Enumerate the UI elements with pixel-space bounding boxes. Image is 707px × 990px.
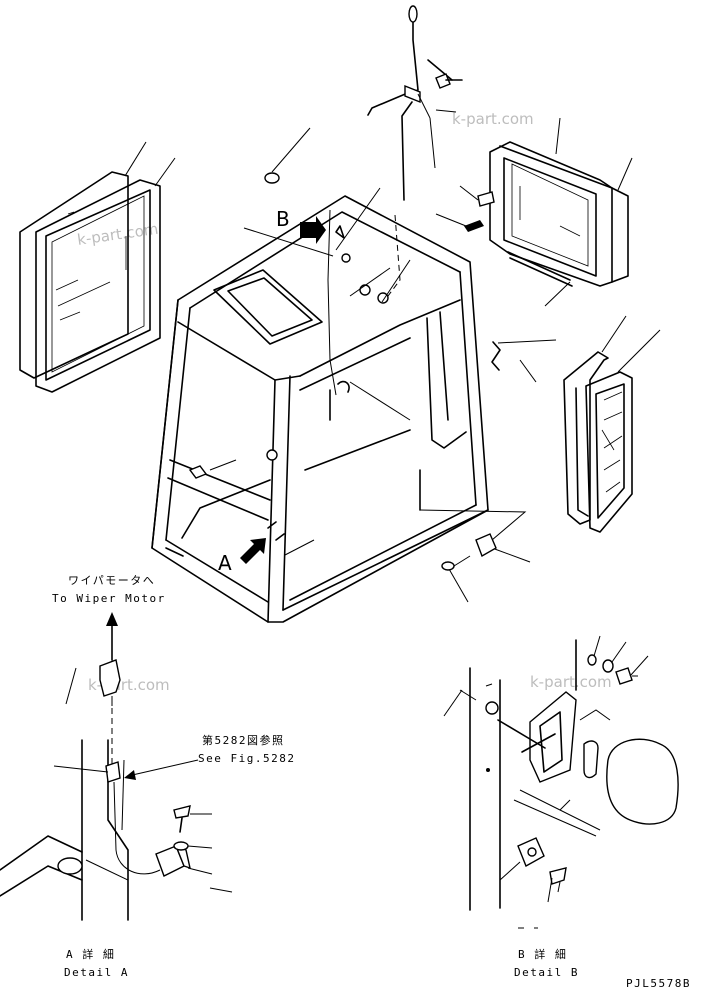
watermark: k-part.com — [530, 673, 612, 691]
detail-b-title-jp: B 詳 細 — [518, 947, 567, 961]
detail-a-title-en: Detail A — [64, 966, 129, 979]
antenna-assembly — [367, 5, 463, 201]
detail-a-title-jp: A 詳 細 — [66, 947, 115, 961]
wiper-motor-label-en: To Wiper Motor — [52, 592, 166, 605]
view-b-arrow: B — [276, 207, 326, 244]
detail-b-title-en: Detail B — [514, 966, 579, 979]
left-window — [19, 141, 176, 393]
see-fig-label-jp: 第5282図参照 — [202, 733, 285, 747]
detail-a — [0, 612, 233, 921]
view-b-label: B — [276, 207, 290, 231]
see-fig-label-en: See Fig.5282 — [198, 752, 295, 765]
latch-parts — [441, 533, 497, 571]
cab-frame — [151, 195, 501, 623]
view-a-label: A — [218, 551, 232, 575]
roof-plug — [264, 172, 280, 184]
view-a-arrow: A — [218, 538, 266, 575]
leader-lines — [209, 117, 557, 603]
door-glass — [563, 315, 661, 533]
wiper-motor-label-jp: ワイパモータへ — [68, 574, 155, 587]
right-window — [435, 117, 633, 307]
detail-b — [443, 635, 679, 929]
watermark: k-part.com — [452, 110, 534, 128]
drawing-code: PJL5578B — [626, 977, 691, 990]
